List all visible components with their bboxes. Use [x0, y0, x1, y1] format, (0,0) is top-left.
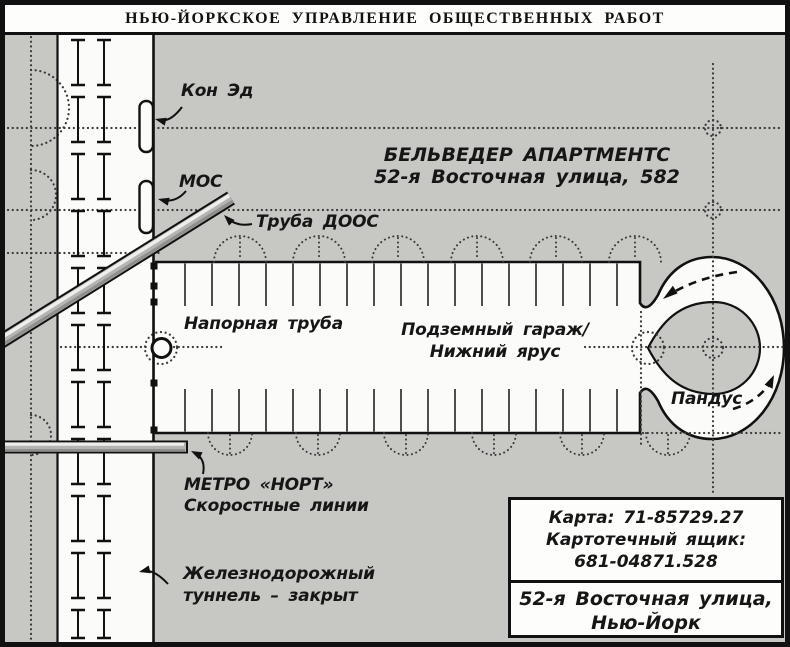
- page-title: НЬЮ-ЙОРКСКОЕ УПРАВЛЕНИЕ ОБЩЕСТВЕННЫХ РАБ…: [125, 9, 665, 27]
- valve-circle: [150, 337, 173, 359]
- left-column-guides: [29, 35, 71, 642]
- ramp-label: Пандус: [671, 389, 743, 409]
- card-box-number: 681-04871.528: [574, 552, 718, 572]
- map-reference-box: Карта: 71-85729.27 Картотечный ящик: 681…: [508, 497, 784, 638]
- con-ed-label: Кон Эд: [181, 81, 254, 101]
- con-ed-marker: [138, 99, 155, 154]
- map-reference-address: 52-я Восточная улица, Нью-Йорк: [511, 583, 781, 638]
- map-reference-top: Карта: 71-85729.27 Картотечный ящик: 681…: [511, 500, 781, 583]
- label-arrows: [139, 106, 253, 585]
- garage-outline: [155, 255, 785, 441]
- ramp-island: [646, 300, 762, 396]
- garage-label: Подземный гараж/ Нижний ярус: [401, 320, 589, 362]
- utility-markers: [138, 99, 155, 235]
- title-bar: НЬЮ-ЙОРКСКОЕ УПРАВЛЕНИЕ ОБЩЕСТВЕННЫХ РАБ…: [5, 5, 785, 35]
- building-address: 52-я Восточная улица, 582: [374, 166, 680, 188]
- doos-pipe-label: Труба ДООС: [256, 212, 379, 232]
- parking-stall-lines: [184, 263, 618, 432]
- tunnel-label: Железнодорожный туннель – закрыт: [183, 564, 375, 606]
- mos-label: МОС: [179, 172, 223, 192]
- ramp-arrowhead-upper: [663, 285, 678, 299]
- pressure-pipe-fittings: [150, 262, 173, 434]
- parking-scallops: [207, 235, 691, 457]
- card-box-label: Картотечный ящик:: [545, 530, 747, 550]
- map-ref: Карта: 71-85729.27: [548, 508, 744, 528]
- railroad-tracks: [71, 38, 111, 640]
- address-line2: Нью-Йорк: [591, 611, 701, 634]
- metro-pipe: [5, 440, 188, 454]
- metro-label: МЕТРО «НОРТ» Скоростные линии: [184, 475, 369, 516]
- building-label: БЕЛЬВЕДЕР АПАРТМЕНТС 52-я Восточная улиц…: [352, 144, 702, 188]
- mos-marker: [138, 179, 155, 235]
- ramp-arrowhead-lower: [764, 375, 774, 389]
- address-line1: 52-я Восточная улица,: [519, 587, 773, 610]
- pressure-pipe-label: Напорная труба: [184, 314, 343, 334]
- building-name: БЕЛЬВЕДЕР АПАРТМЕНТС: [383, 144, 671, 166]
- doos-pipe: [5, 191, 235, 348]
